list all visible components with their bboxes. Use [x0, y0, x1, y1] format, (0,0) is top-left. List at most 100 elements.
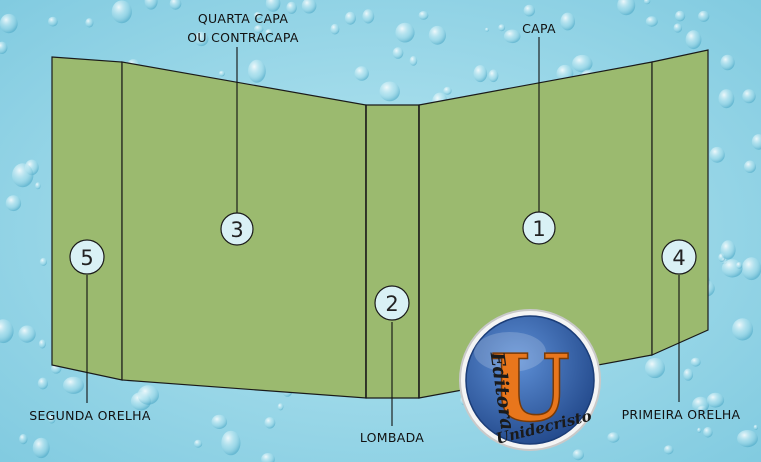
water-drop: [736, 262, 743, 269]
water-drop: [254, 25, 264, 34]
marker-circle: [522, 211, 556, 245]
water-drop: [741, 257, 761, 281]
water-drop: [261, 453, 275, 462]
water-drop: [697, 427, 702, 433]
water-drop: [248, 59, 266, 83]
water-drop: [617, 0, 636, 16]
water-drop: [137, 385, 159, 405]
water-drop: [692, 396, 710, 413]
water-drop: [392, 47, 404, 59]
water-drop: [48, 414, 56, 424]
label-segunda-orelha: SEGUNDA ORELHA: [29, 408, 151, 423]
water-drop: [354, 66, 369, 81]
water-drop: [698, 10, 710, 22]
water-drop: [221, 430, 241, 456]
water-drop: [560, 12, 575, 31]
water-drop: [5, 195, 22, 212]
water-drop: [37, 377, 49, 390]
logo-highlight: [474, 332, 546, 372]
water-drop: [265, 0, 281, 12]
water-drop: [395, 22, 415, 43]
water-drop: [742, 89, 756, 104]
marker-5: 5: [69, 239, 105, 275]
water-drop: [428, 25, 446, 45]
water-drop: [683, 368, 694, 381]
water-drop: [144, 0, 158, 10]
water-drop: [523, 4, 535, 17]
water-drop: [111, 0, 132, 24]
water-drop: [607, 432, 620, 443]
water-drop: [32, 437, 50, 459]
water-drop: [418, 11, 429, 20]
water-drop: [18, 325, 36, 343]
water-drop: [720, 54, 735, 71]
water-drop: [409, 56, 418, 66]
water-drop: [0, 319, 14, 344]
label-quarta-capa: QUARTA CAPA: [198, 11, 289, 26]
water-drop: [737, 430, 758, 448]
water-drop: [643, 0, 651, 5]
water-drop: [675, 10, 686, 22]
water-drop: [751, 134, 761, 150]
water-drop: [48, 16, 58, 27]
water-drop: [85, 18, 94, 28]
water-drop: [39, 257, 48, 266]
water-drop: [488, 69, 499, 83]
editora-unidecristo-logo: U Editora Unidecristo: [459, 309, 601, 451]
water-drop: [0, 13, 18, 34]
water-drop: [301, 0, 317, 14]
water-drop: [645, 16, 658, 27]
water-drop: [753, 424, 758, 430]
logo-letter-u: U: [490, 334, 570, 442]
water-drop: [218, 70, 225, 77]
water-drop: [685, 30, 702, 50]
marker-circle: [374, 285, 410, 321]
water-drop: [12, 163, 34, 188]
water-drop: [503, 29, 521, 44]
marker-1: 1: [522, 211, 556, 245]
water-drop: [673, 23, 683, 33]
water-drop: [253, 11, 263, 20]
water-drop: [706, 392, 725, 408]
water-drop: [744, 160, 756, 173]
marker-circle: [661, 239, 697, 275]
water-drop: [277, 403, 284, 411]
marker-number: 4: [672, 246, 685, 270]
water-drop: [63, 376, 84, 394]
water-drop: [211, 414, 228, 429]
water-drop: [38, 339, 46, 349]
water-drop: [732, 318, 754, 341]
water-drop: [194, 31, 209, 47]
label-ou-contracapa: OU CONTRACAPA: [187, 30, 299, 45]
water-drop: [645, 357, 665, 379]
water-drop: [19, 434, 28, 445]
marker-4: 4: [661, 239, 697, 275]
water-drop: [0, 41, 8, 54]
marker-number: 3: [230, 218, 243, 242]
water-drop: [703, 427, 713, 438]
water-drop: [443, 86, 452, 95]
marker-3: 3: [220, 212, 254, 246]
marker-number: 2: [385, 292, 398, 316]
water-drop: [169, 0, 182, 10]
water-drop: [709, 146, 725, 163]
label-capa: CAPA: [522, 21, 556, 36]
marker-number: 1: [532, 217, 545, 241]
water-drop: [330, 23, 340, 35]
water-drop: [194, 439, 203, 448]
logo-disc: [465, 315, 595, 445]
water-drop: [286, 1, 297, 14]
marker-number: 5: [80, 246, 93, 270]
water-drop: [362, 9, 375, 24]
water-drop: [379, 81, 400, 102]
water-drop: [264, 417, 276, 429]
leader-lines: [86, 37, 680, 426]
water-drop: [485, 27, 489, 32]
water-drop: [265, 29, 273, 37]
water-drop: [663, 445, 674, 455]
marker-circle: [220, 212, 254, 246]
water-drop: [572, 54, 593, 73]
marker-2: 2: [374, 285, 410, 321]
